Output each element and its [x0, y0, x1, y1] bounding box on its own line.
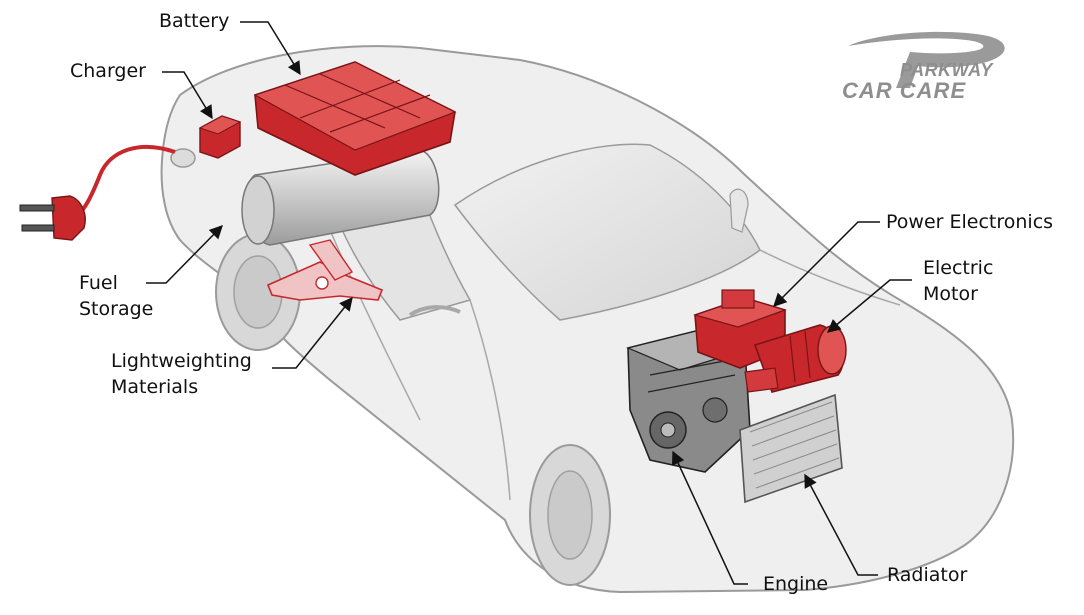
- logo-line2: CAR CARE: [842, 78, 967, 103]
- charger: [198, 115, 242, 159]
- parkway-logo: PARKWAY CAR CARE: [838, 26, 1028, 106]
- lightweight-arm: [266, 239, 384, 301]
- electric-motor: [744, 324, 847, 393]
- leader-radiator: [804, 473, 878, 576]
- charging-plug: [19, 144, 176, 241]
- leader-fuel: [146, 225, 223, 284]
- label-motor-line2: Motor: [923, 282, 978, 305]
- label-power-electronics: Power Electronics: [886, 211, 1054, 233]
- leader-battery: [240, 21, 301, 76]
- battery-pack: [253, 61, 457, 176]
- leader-engine: [671, 450, 748, 585]
- leader-lines: [146, 21, 912, 585]
- fuel-tank: [241, 149, 440, 246]
- leader-charger: [162, 71, 213, 120]
- label-motor-line1: Electric: [923, 257, 994, 279]
- label-lightweighting: Lightweighting Materials: [111, 350, 252, 399]
- label-light-line1: Lightweighting: [111, 350, 252, 372]
- leader-light: [272, 296, 353, 369]
- label-fuel-line2: Storage: [79, 297, 154, 320]
- leader-power: [773, 221, 880, 307]
- label-light-line2: Materials: [111, 375, 199, 398]
- label-radiator: Radiator: [887, 564, 968, 586]
- logo-line1: PARKWAY: [900, 60, 993, 80]
- label-charger: Charger: [70, 60, 146, 82]
- logo-swoosh-icon: [848, 31, 1005, 88]
- label-electric-motor: Electric Motor: [923, 257, 993, 306]
- label-engine: Engine: [763, 573, 829, 595]
- label-fuel-line1: Fuel: [79, 272, 118, 294]
- label-battery: Battery: [159, 10, 230, 32]
- leader-motor: [826, 279, 912, 333]
- label-fuel-storage: Fuel Storage: [79, 272, 153, 321]
